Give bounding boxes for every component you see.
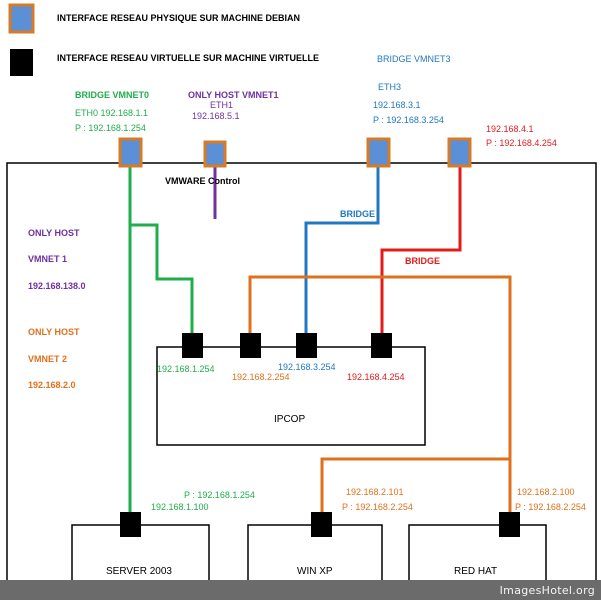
redhat-ip: 192.168.2.100 <box>517 487 575 497</box>
vmnet4-ip: 192.168.4.1 <box>486 124 534 134</box>
legend-physical-icon <box>8 3 35 34</box>
ipcop-if4-label: 192.168.4.254 <box>347 372 405 382</box>
legend-physical-label: INTERFACE RESEAU PHYSIQUE SUR MACHINE DE… <box>57 13 301 23</box>
vmware-control-label: VMWARE Control <box>165 176 240 186</box>
redhat-if-icon <box>499 512 520 537</box>
vmnet3-gateway: P : 192.168.3.254 <box>373 115 444 125</box>
redhat-name: RED HAT <box>454 566 498 577</box>
vmnet1-eth: ETH1 <box>210 100 234 110</box>
watermark-text: ImagesHotel.org <box>499 584 595 597</box>
watermark-bar: ImagesHotel.org <box>0 580 601 600</box>
vmnet3-eth: ETH3 <box>378 82 402 92</box>
vmnet-1-label: VMNET 1 <box>28 254 68 264</box>
ipcop-if1-icon <box>182 333 203 358</box>
redhat-gateway: P : 192.168.2.254 <box>515 502 586 512</box>
ipcop-if1-label: 192.168.1.254 <box>157 364 215 374</box>
legend-virtual-label: INTERFACE RESEAU VIRTUELLE SUR MACHINE V… <box>57 53 320 63</box>
server-name: SERVER 2003 <box>106 566 172 577</box>
vmnet3-ip: 192.168.3.1 <box>373 100 421 110</box>
interface-vmnet1-icon <box>203 140 227 168</box>
ipcop-if4-icon <box>371 333 392 358</box>
server-if-icon <box>120 512 141 537</box>
server-gateway: P : 192.168.1.254 <box>184 490 255 500</box>
interface-vmnet4-icon <box>447 137 472 168</box>
orange-wire-winxp <box>320 457 510 512</box>
vmnet-2-label: VMNET 2 <box>28 354 68 364</box>
bridge-blue-label: BRIDGE <box>340 209 376 219</box>
ipcop-if2-label: 192.168.2.254 <box>232 372 290 382</box>
only-host-1-label: ONLY HOST <box>28 228 80 238</box>
vmnet1-title: ONLY HOST VMNET1 <box>188 90 279 100</box>
orange-wire-main <box>248 275 512 512</box>
server-ip: 192.168.1.100 <box>151 502 209 512</box>
vmnet0-gateway: P : 192.168.1.254 <box>75 123 146 133</box>
vmnet1-ip: 192.168.5.1 <box>192 111 240 121</box>
blue-wire <box>304 167 380 336</box>
network-1-label: 192.168.138.0 <box>28 281 86 291</box>
red-wire <box>380 167 462 336</box>
winxp-ip: 192.168.2.101 <box>346 487 404 497</box>
interface-vmnet3-icon <box>366 137 391 168</box>
ipcop-if3-icon <box>296 333 317 358</box>
vmnet3-title: BRIDGE VMNET3 <box>377 54 451 64</box>
only-host-2-label: ONLY HOST <box>28 327 80 337</box>
winxp-if-icon <box>311 512 332 537</box>
ipcop-box <box>156 346 426 446</box>
vmnet4-gateway: P : 192.168.4.254 <box>486 138 557 148</box>
debian-host-box <box>6 162 597 600</box>
winxp-gateway: P : 192.168.2.254 <box>342 502 413 512</box>
network-2-label: 192.168.2.0 <box>28 380 76 390</box>
ipcop-if3-label: 192.168.3.254 <box>278 362 336 372</box>
winxp-name: WIN XP <box>297 566 333 577</box>
legend-virtual-icon <box>10 49 33 76</box>
ipcop-name: IPCOP <box>274 414 306 425</box>
bridge-red-label: BRIDGE <box>405 256 441 266</box>
interface-vmnet0-icon <box>118 137 143 168</box>
vmnet0-ip: ETH0 192.168.1.1 <box>75 108 149 118</box>
ipcop-if2-icon <box>240 333 261 358</box>
green-wire-ipcop <box>130 223 194 336</box>
vmnet0-title: BRIDGE VMNET0 <box>75 90 150 100</box>
